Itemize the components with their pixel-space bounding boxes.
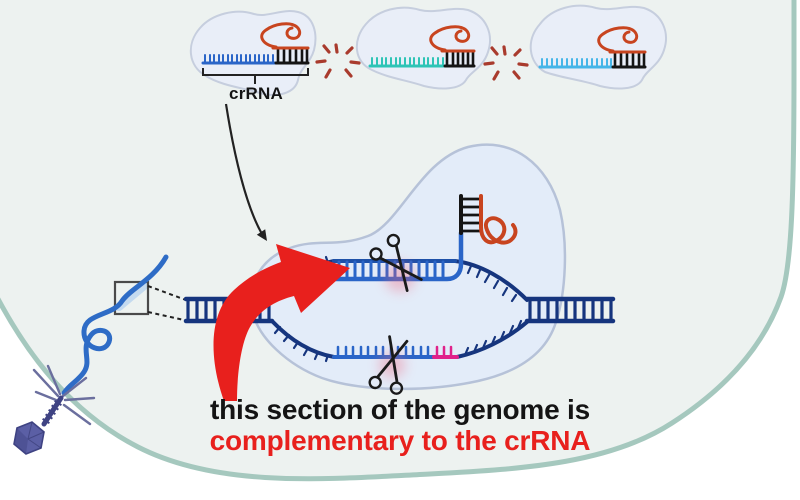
repeat-rungs xyxy=(459,197,482,233)
cut-glows xyxy=(379,262,415,378)
mini-crrna-2 xyxy=(368,57,447,68)
repeat-section-2 xyxy=(443,50,476,68)
exit-rungs xyxy=(528,298,613,322)
phage-capsid-facet xyxy=(14,428,28,454)
exit-rails xyxy=(524,296,616,324)
repeat-teeth xyxy=(445,50,475,68)
bacteriophage-icon xyxy=(13,364,96,455)
phage-legs xyxy=(32,364,96,426)
genome-bottom-strand xyxy=(270,319,529,363)
repeat-section-3 xyxy=(611,51,647,69)
vesicle-1 xyxy=(190,10,317,96)
scissor-blade xyxy=(376,339,409,379)
crrna-rail-and-riser xyxy=(331,230,464,282)
phage-dna-squiggle xyxy=(61,254,169,396)
tracr-hairpin-1 xyxy=(260,22,310,50)
repeat-section-1 xyxy=(274,47,310,65)
scissors-icon xyxy=(369,233,423,293)
phage-leg-lines xyxy=(32,364,96,426)
highlight-arrow-icon xyxy=(213,244,350,401)
cut-glow-bottom xyxy=(379,352,405,378)
bottom-fork-right-ticks xyxy=(463,319,523,357)
repeat-teeth xyxy=(276,47,309,65)
genome-dna-exit xyxy=(524,296,616,324)
crrna-bracket xyxy=(202,68,309,84)
pam-teeth xyxy=(435,345,453,357)
scissor-handle xyxy=(368,375,382,390)
spacer-teeth xyxy=(541,58,612,67)
mini-crrna-1 xyxy=(201,54,278,65)
cut-glow-top xyxy=(385,262,415,292)
scissor-blade xyxy=(394,244,409,293)
scissor-handle xyxy=(386,233,401,248)
crrna-label: crRNA xyxy=(229,84,283,103)
phage-tail-rings xyxy=(42,399,62,425)
hairpin-curl xyxy=(429,25,471,52)
pointer-arrow-head xyxy=(256,229,267,241)
burst-rays xyxy=(315,43,361,79)
tracr-hairpin-loop xyxy=(479,194,518,245)
caption: this section of the genome is complement… xyxy=(0,394,800,456)
tracr-hairpin-3 xyxy=(597,26,647,54)
burst-icon xyxy=(315,43,361,79)
phage-capsid-edges xyxy=(27,421,45,449)
vesicle-2 xyxy=(356,6,491,90)
pointer-arrow-icon xyxy=(224,103,267,241)
crrna-vesicles xyxy=(190,4,667,96)
phage-head xyxy=(13,421,45,455)
burst-icon xyxy=(483,45,529,81)
spacer-teeth xyxy=(204,54,274,63)
repeat-teeth xyxy=(613,51,646,69)
leader-dashes xyxy=(147,285,187,321)
mini-crrna-3 xyxy=(538,58,615,69)
pointer-arrow-shaft xyxy=(224,103,263,235)
hairpin-curl xyxy=(260,22,302,49)
caption-line-1: this section of the genome is xyxy=(209,394,591,425)
scissors-icon xyxy=(368,335,409,395)
scissor-handle xyxy=(369,247,383,261)
scissor-handle xyxy=(389,381,404,395)
magnifier-box xyxy=(113,280,150,316)
tracr-hairpin-2 xyxy=(429,25,476,53)
spacer-teeth xyxy=(371,57,444,66)
hairpin-curl xyxy=(597,26,639,53)
burst-rays xyxy=(483,45,529,81)
phage-tail xyxy=(41,395,64,427)
injection-site xyxy=(61,254,187,396)
bottom-fork-left-ticks xyxy=(273,325,330,363)
caption-line-2: complementary to the crRNA xyxy=(209,425,591,456)
pam-site xyxy=(432,345,459,359)
repeat-duplex xyxy=(459,194,482,235)
vesicle-1-outline xyxy=(190,10,317,96)
vesicle-3 xyxy=(529,4,667,90)
